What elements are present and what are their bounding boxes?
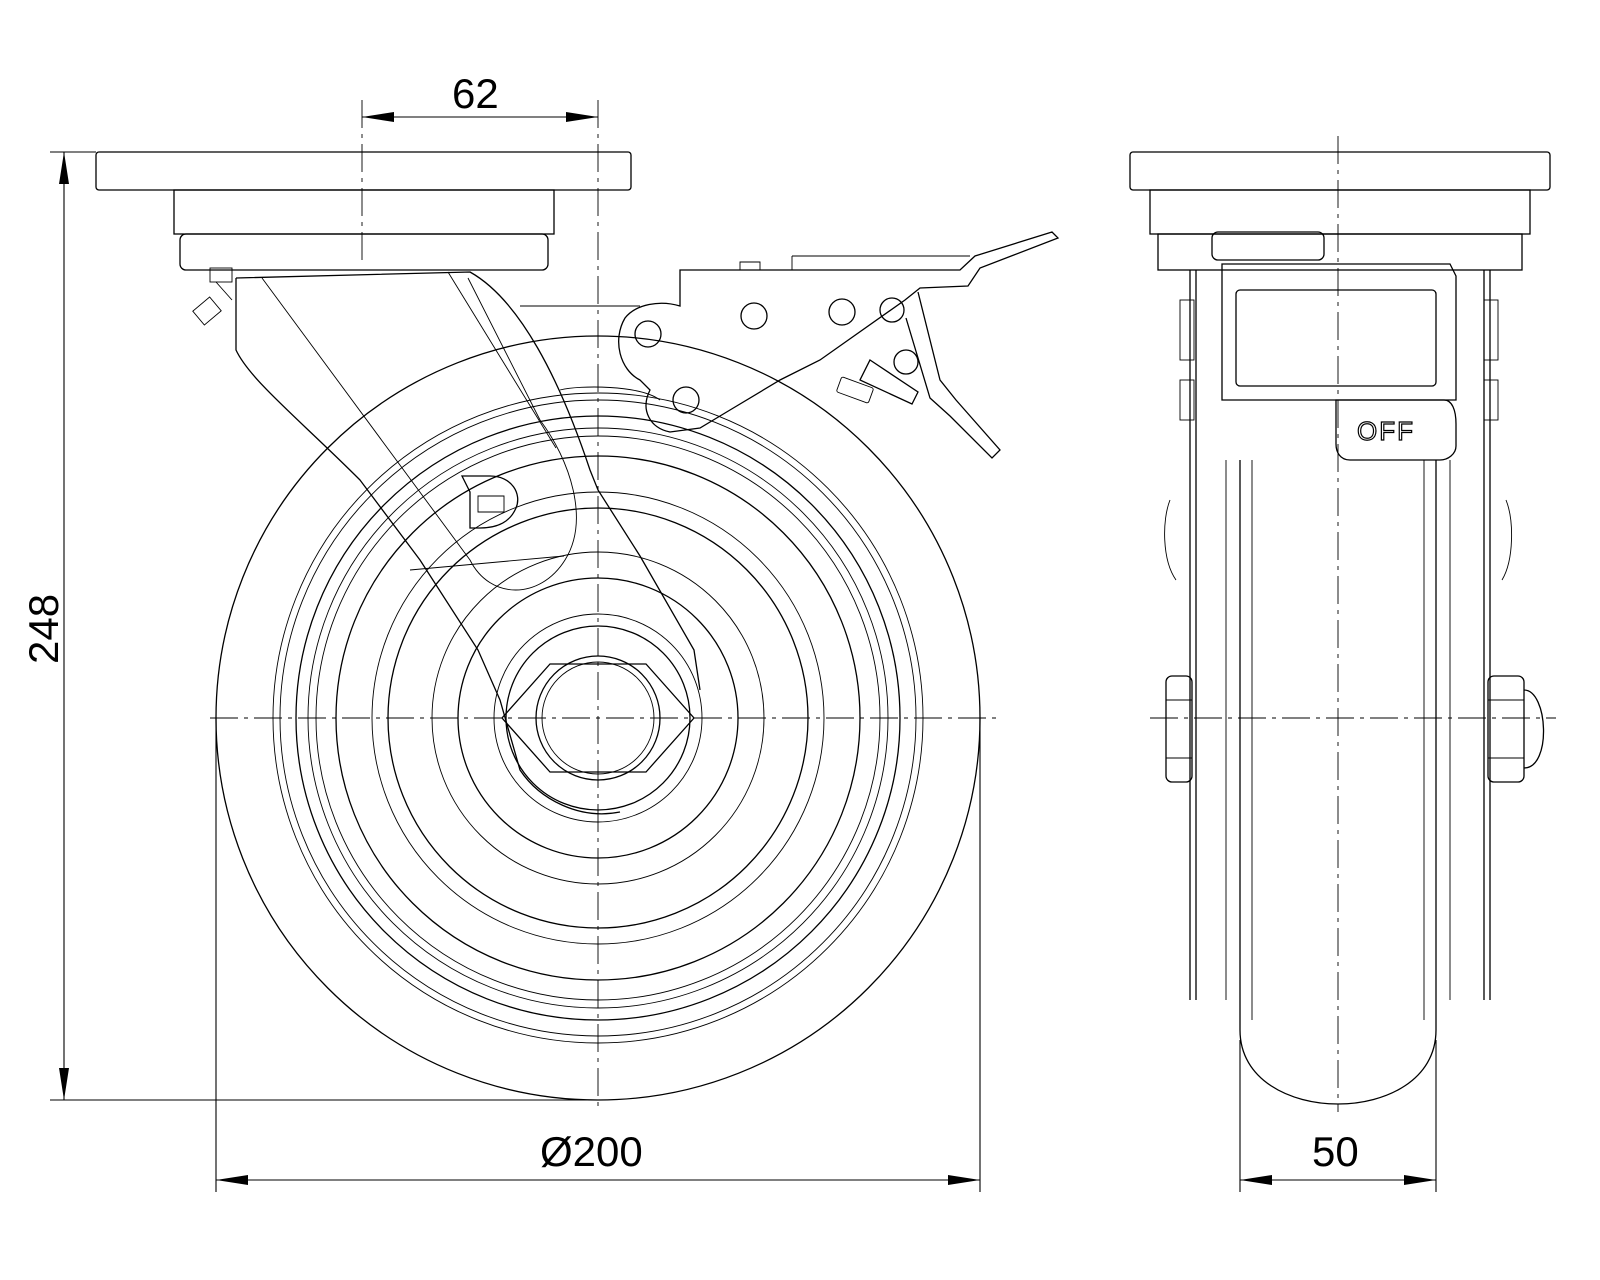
dimension-50: 50 bbox=[1239, 1040, 1437, 1192]
dimension-50-label: 50 bbox=[1312, 1128, 1359, 1175]
top-plate bbox=[95, 151, 632, 271]
brake-mechanism bbox=[618, 231, 1060, 459]
dimension-200: Ø200 bbox=[215, 718, 981, 1192]
logo-mark bbox=[460, 475, 519, 529]
dimension-248-label: 248 bbox=[20, 594, 67, 664]
side-top-plate bbox=[1129, 151, 1551, 271]
dimension-248: 248 bbox=[20, 151, 598, 1101]
side-axle bbox=[1165, 675, 1545, 783]
dimension-62: 62 bbox=[362, 70, 598, 122]
grease-nipple bbox=[192, 267, 233, 326]
side-brake-housing: OFF bbox=[1211, 231, 1457, 461]
side-fork bbox=[1164, 270, 1512, 1000]
side-view: OFF bbox=[1129, 136, 1556, 1112]
front-view bbox=[95, 100, 1060, 1112]
dimension-200-label: Ø200 bbox=[540, 1128, 643, 1175]
brake-off-label: OFF bbox=[1357, 416, 1415, 446]
dimension-62-label: 62 bbox=[452, 70, 499, 117]
swivel-fork bbox=[235, 271, 701, 815]
